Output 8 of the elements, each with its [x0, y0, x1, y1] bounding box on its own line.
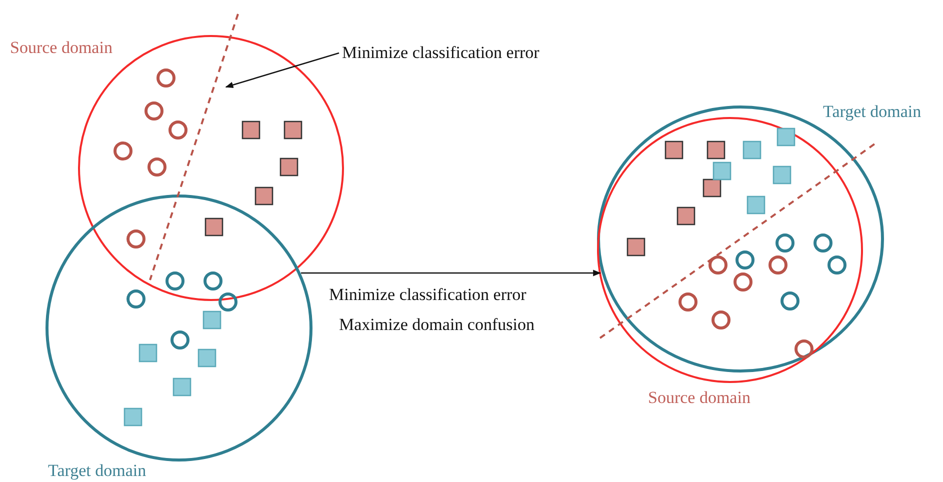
arrow	[225, 52, 340, 88]
objective-text: Maximize domain confusion	[339, 315, 534, 335]
domain-label: Target domain	[823, 102, 922, 122]
domain-label: Source domain	[10, 38, 112, 58]
annotation-text: Minimize classification error	[342, 43, 540, 63]
domain-label: Target domain	[48, 461, 146, 481]
domain-label: Source domain	[648, 388, 750, 408]
objective-text: Minimize classification error	[329, 285, 526, 305]
